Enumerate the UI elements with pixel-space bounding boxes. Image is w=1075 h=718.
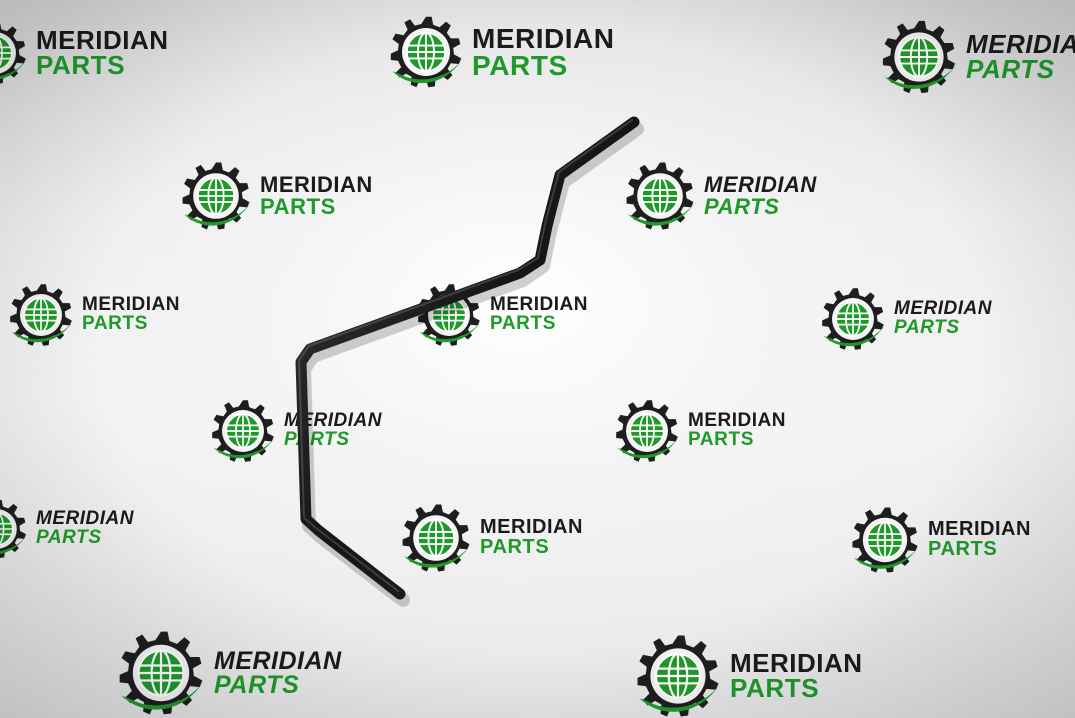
brand-name-line1: MERIDIAN (966, 28, 1075, 59)
brand-name-line1: MERIDIAN (730, 647, 863, 678)
brand-logo-9: MERIDIAN PARTS (208, 396, 382, 466)
gear-globe-icon (10, 284, 74, 346)
gear-globe-icon (212, 400, 276, 462)
rod-highlight (298, 119, 633, 592)
gear-globe-icon (637, 635, 721, 717)
brand-logo-3: MERIDIAN PARTS (878, 16, 1075, 98)
brand-name-line2: PARTS (490, 313, 556, 334)
gear-globe-icon (852, 507, 920, 573)
brand-name-line1: MERIDIAN (36, 508, 134, 530)
gear-globe-icon (616, 400, 680, 462)
brand-name-line1: MERIDIAN (480, 516, 583, 539)
gear-globe-icon (182, 162, 251, 230)
brand-name-line2: PARTS (36, 527, 102, 548)
brand-logo-4: MERIDIAN PARTS (178, 158, 373, 234)
brand-name-line2: PARTS (480, 536, 550, 558)
brand-name-line2: PARTS (928, 538, 998, 560)
brand-name-line1: MERIDIAN (472, 22, 615, 54)
brand-logo-11: MERIDIAN PARTS (0, 496, 134, 562)
brand-name-line2: PARTS (966, 54, 1055, 84)
brand-logo-15: MERIDIAN PARTS (632, 630, 863, 718)
brand-logo-14: MERIDIAN PARTS (114, 626, 342, 718)
brand-name-line1: MERIDIAN (36, 24, 169, 55)
brand-name-line1: MERIDIAN (490, 294, 588, 316)
gear-globe-icon (390, 16, 463, 88)
brand-logo-10: MERIDIAN PARTS (612, 396, 786, 466)
brand-name-line1: MERIDIAN (704, 172, 817, 198)
brand-name-line1: MERIDIAN (82, 294, 180, 316)
rod-body (295, 116, 640, 600)
brand-name-line1: MERIDIAN (894, 298, 992, 320)
brand-name-line1: MERIDIAN (214, 646, 342, 675)
brand-name-line2: PARTS (36, 50, 126, 80)
brand-name-line2: PARTS (704, 194, 780, 219)
gear-globe-icon (882, 20, 957, 94)
brand-logo-2: MERIDIAN PARTS (386, 12, 614, 92)
brand-name-line2: PARTS (82, 313, 148, 334)
brand-name-line1: MERIDIAN (928, 518, 1031, 541)
gear-globe-icon (119, 631, 205, 715)
brand-name-line1: MERIDIAN (260, 172, 373, 198)
gear-globe-icon (822, 288, 886, 350)
gear-globe-icon (0, 499, 28, 558)
gear-globe-icon (402, 504, 471, 572)
brand-logo-8: MERIDIAN PARTS (818, 284, 992, 354)
brand-logo-12: MERIDIAN PARTS (398, 500, 583, 576)
brand-name-line2: PARTS (260, 194, 336, 219)
brand-logo-1: MERIDIAN PARTS (0, 18, 169, 88)
brand-name-line2: PARTS (214, 671, 300, 699)
brand-logo-5: MERIDIAN PARTS (622, 158, 817, 234)
brand-name-line2: PARTS (688, 429, 754, 450)
brand-name-line1: MERIDIAN (688, 410, 786, 432)
rod-shadow (297, 122, 644, 607)
gear-globe-icon (626, 162, 695, 230)
brand-name-line2: PARTS (730, 673, 820, 703)
brand-logo-13: MERIDIAN PARTS (848, 503, 1031, 577)
gear-globe-icon (0, 22, 28, 84)
brand-name-line2: PARTS (472, 50, 568, 81)
brand-logo-6: MERIDIAN PARTS (6, 280, 180, 350)
brand-name-line2: PARTS (894, 317, 960, 338)
